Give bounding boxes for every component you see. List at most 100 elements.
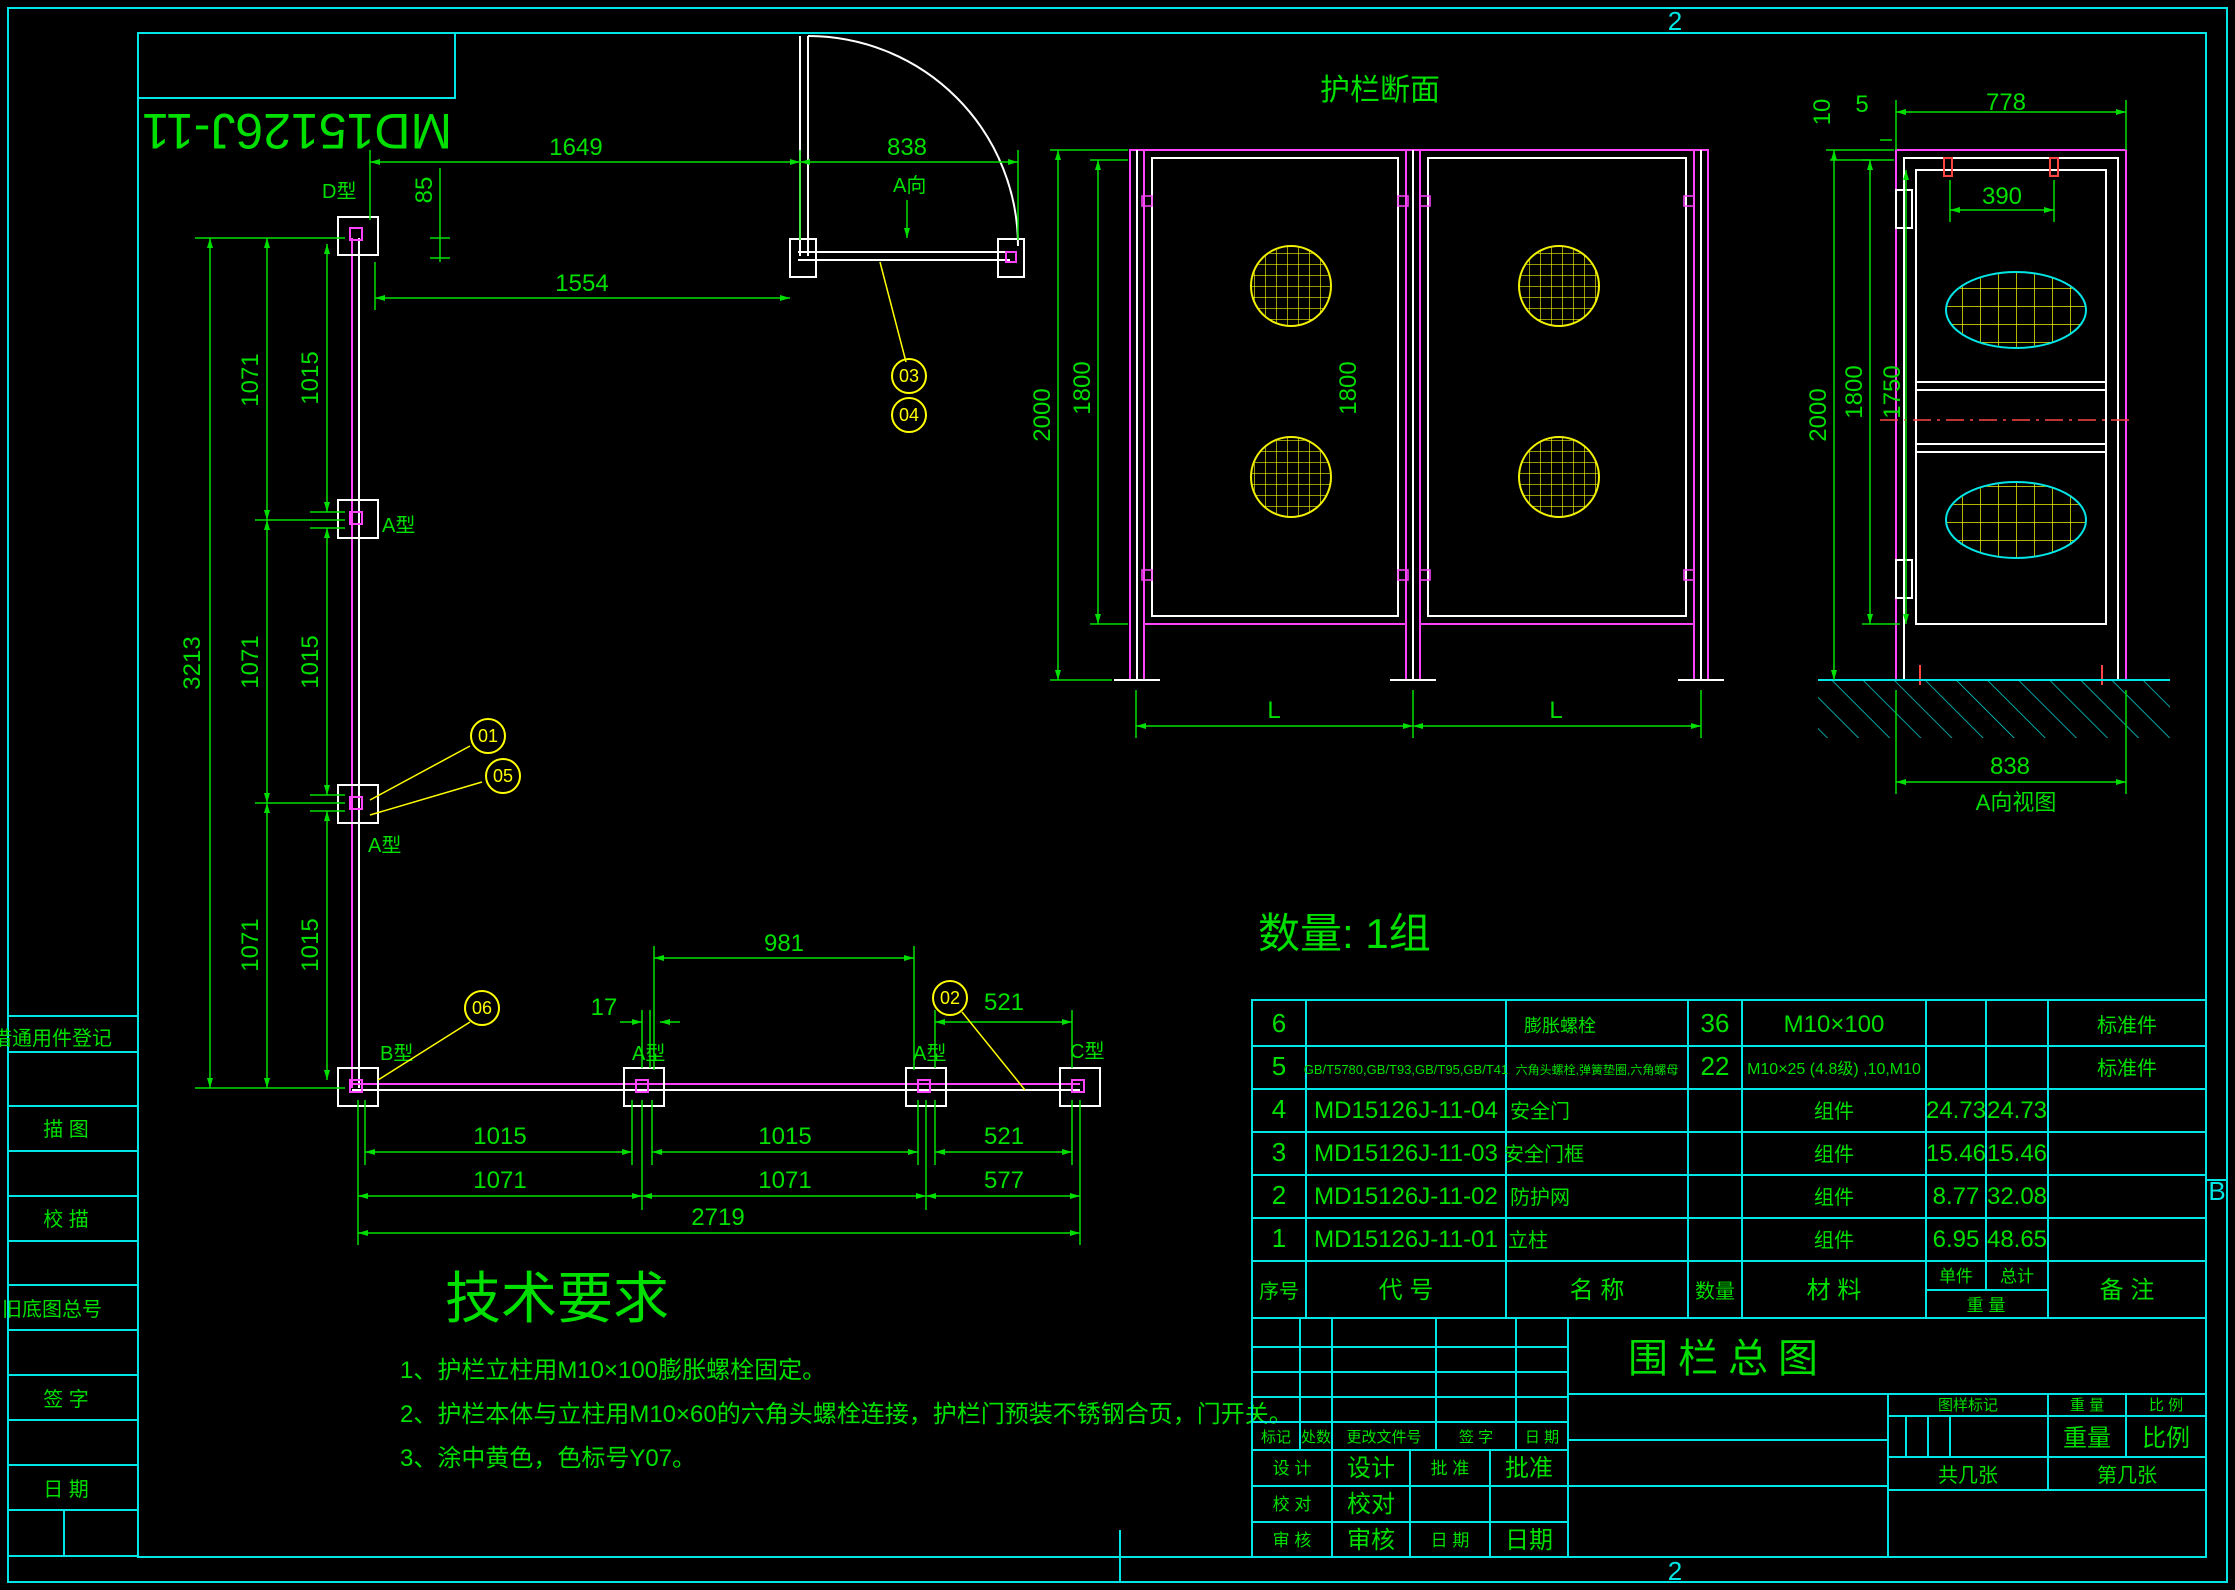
drawing-frame: [7, 7, 2228, 1583]
balloon-01: 01: [478, 726, 498, 746]
bom-r6-name: 膨胀螺栓: [1524, 1016, 1596, 1036]
side-frame: [1880, 149, 2130, 685]
side-view-caption: A向视图: [1976, 790, 2057, 815]
zone-label-right: B: [2208, 1176, 2225, 1206]
bom-r5-no: 5: [1272, 1051, 1286, 1081]
bom-r2-code: MD15126J-11-02: [1314, 1183, 1498, 1210]
section-dim-2000: 2000: [1029, 388, 1056, 441]
dim-1649: 1649: [549, 134, 602, 161]
bom-r3-name: 安全门框: [1504, 1143, 1584, 1166]
balloon-02-circle: [932, 980, 968, 1016]
label-a-direction: A向: [893, 174, 926, 197]
strip-label-2: 校 描: [43, 1208, 89, 1231]
dim-1015-c: 1015: [297, 918, 324, 971]
section-dimension-lines: [1050, 149, 1702, 738]
dim-1071-x2: 1071: [758, 1167, 811, 1194]
design-value: 设计: [1347, 1455, 1395, 1482]
label-d-type: D型: [322, 180, 356, 203]
review-label: 审 核: [1273, 1531, 1312, 1550]
drawing-title: 围栏总图: [1628, 1337, 1828, 1381]
rev-label-mark: 标记: [1261, 1429, 1291, 1446]
dim-1554: 1554: [555, 270, 608, 297]
strip-label-1: 描 图: [43, 1118, 89, 1141]
date-value: 日期: [1505, 1527, 1553, 1554]
bom-r3-total: 15.46: [1987, 1140, 2047, 1167]
side-dim-778: 778: [1986, 89, 2026, 116]
section-clips: [1141, 195, 1695, 581]
balloon-leaders: [369, 261, 1026, 1091]
balloon-06-circle: [464, 990, 500, 1026]
bom-r4-name: 安全门: [1510, 1100, 1570, 1123]
bom-r6-qty: 36: [1701, 1008, 1730, 1038]
review-value: 审核: [1347, 1527, 1395, 1554]
bom-header-note: 备 注: [2100, 1277, 2155, 1304]
weight-label: 重 量: [2070, 1397, 2104, 1414]
bom-r2-no: 2: [1272, 1180, 1286, 1210]
strip-label-3: 旧底图总号: [2, 1298, 102, 1321]
bom-r2-material: 组件: [1814, 1186, 1854, 1209]
dim-521-bottom: 521: [984, 1123, 1024, 1150]
dim-1071-c: 1071: [237, 918, 264, 971]
section-dim-L-left: L: [1267, 697, 1280, 724]
post-cores: [349, 227, 1085, 1093]
side-dimension-lines: [1826, 100, 2127, 794]
dim-1015-a: 1015: [297, 351, 324, 404]
check-value: 校对: [1347, 1491, 1395, 1518]
side-dim-10: 10: [1809, 99, 1836, 126]
fence-plan-lines: [351, 238, 1080, 1091]
post-plates: [337, 216, 1101, 1107]
ground-hatch: [1818, 679, 2170, 738]
balloon-03-circle: [891, 358, 927, 394]
label-a-type-1: A型: [382, 514, 415, 537]
dim-521-top: 521: [984, 989, 1024, 1016]
post-plate-a3: [623, 1067, 665, 1107]
dim-2719: 2719: [691, 1204, 744, 1231]
check-label: 校 对: [1273, 1495, 1312, 1514]
rev-label-sign: 签 字: [1459, 1429, 1493, 1446]
bom-r6-note: 标准件: [2097, 1014, 2157, 1037]
mesh-circles: [1250, 245, 1600, 518]
rev-label-count: 处数: [1301, 1429, 1331, 1446]
bom-r3-no: 3: [1272, 1137, 1286, 1167]
strip-label-4: 签 字: [43, 1388, 89, 1411]
bom-header-total: 总计: [2000, 1267, 2034, 1286]
drawing-code: MD15126J-11: [142, 103, 452, 159]
bom-r5-material: M10×25 (4.8级) ,10,M10: [1747, 1060, 1921, 1078]
post-plate-a1: [337, 499, 379, 539]
balloon-06: 06: [472, 998, 492, 1018]
balloon-04: 04: [899, 405, 919, 425]
bom-table: 6 膨胀螺栓 36 M10×100 标准件 5 GB/T5780,GB/T93,…: [1251, 999, 2207, 1319]
bom-r6-no: 6: [1272, 1008, 1286, 1038]
post-plate-a2: [337, 784, 379, 824]
dim-17: 17: [591, 994, 618, 1021]
bom-r5-note: 标准件: [2097, 1057, 2157, 1080]
stage-mark-label: 图样标记: [1938, 1397, 1998, 1414]
bom-header-code: 代 号: [1379, 1277, 1434, 1304]
dim-981: 981: [764, 930, 804, 957]
balloon-05: 05: [493, 766, 513, 786]
bom-r4-code: MD15126J-11-04: [1314, 1097, 1498, 1124]
plan-dimension-lines: [195, 150, 1081, 1245]
post-plate-d: [337, 216, 379, 256]
balloon-03: 03: [899, 366, 919, 386]
tech-title: 技术要求: [445, 1267, 669, 1330]
left-registration-strip: [7, 1015, 139, 1557]
bom-r3-code: MD15126J-11-03: [1314, 1140, 1498, 1167]
approve-value: 批准: [1505, 1455, 1553, 1482]
bom-r2-name: 防护网: [1510, 1186, 1570, 1209]
scale-value: 比例: [2142, 1425, 2190, 1452]
bom-r5-code: GB/T5780,GB/T93,GB/T95,GB/T41: [1304, 1062, 1508, 1077]
dim-85: 85: [411, 177, 438, 204]
section-dim-1800-left: 1800: [1069, 361, 1096, 414]
bom-r1-no: 1: [1272, 1223, 1286, 1253]
bom-r4-no: 4: [1272, 1094, 1286, 1124]
dim-1015-x1: 1015: [473, 1123, 526, 1150]
bom-header-no: 序号: [1259, 1280, 1299, 1303]
section-dim-L-right: L: [1549, 697, 1562, 724]
label-a-type-3: A型: [632, 1042, 665, 1065]
post-plate-door2: [997, 238, 1025, 278]
label-a-type-4: A型: [913, 1042, 946, 1065]
balloons: [464, 358, 968, 1026]
tech-item-2: 2、护栏本体与立柱用M10×60的六角头螺栓连接，护栏门预装不锈钢合页，门开关。: [400, 1401, 1293, 1428]
